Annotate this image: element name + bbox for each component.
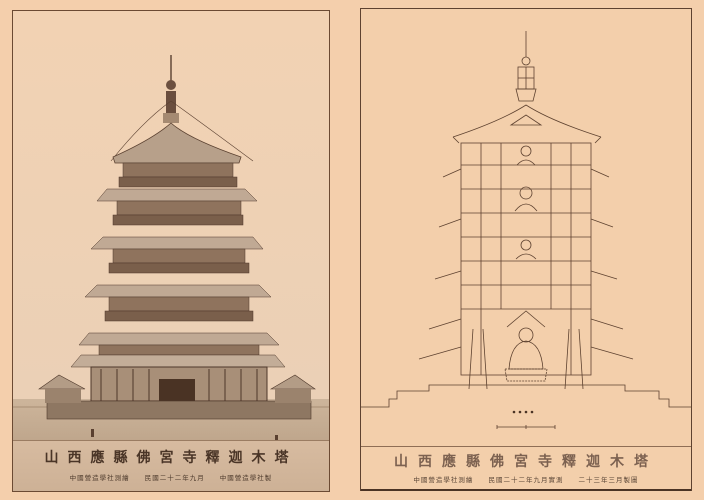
right-caption-band: 山西應縣佛宮寺釋迦木塔 中國營造學社測繪 民國二十二年九月實測 二十三年三月製圖 bbox=[361, 446, 691, 491]
left-caption-band: 山西應縣佛宮寺釋迦木塔 中國營造學社測繪 民國二十二年九月 中國營造學社製 bbox=[13, 440, 329, 491]
pagoda-elevation-drawing bbox=[13, 11, 329, 441]
left-plate-title: 山西應縣佛宮寺釋迦木塔 bbox=[44, 450, 298, 466]
pagoda-section-drawing bbox=[361, 31, 691, 429]
left-plate-subcaption: 中國營造學社測繪 民國二十二年九月 中國營造學社製 bbox=[69, 474, 273, 482]
right-plate-subcaption: 中國營造學社測繪 民國二十二年九月實測 二十三年三月製圖 bbox=[413, 476, 639, 484]
left-plate-elevation: 山西應縣佛宮寺釋迦木塔 中國營造學社測繪 民國二十二年九月 中國營造學社製 bbox=[12, 10, 330, 492]
right-plate-section: 山西應縣佛宮寺釋迦木塔 中國營造學社測繪 民國二十二年九月實測 二十三年三月製圖 bbox=[360, 8, 692, 491]
right-plate-title: 山西應縣佛宮寺釋迦木塔 bbox=[394, 454, 658, 470]
